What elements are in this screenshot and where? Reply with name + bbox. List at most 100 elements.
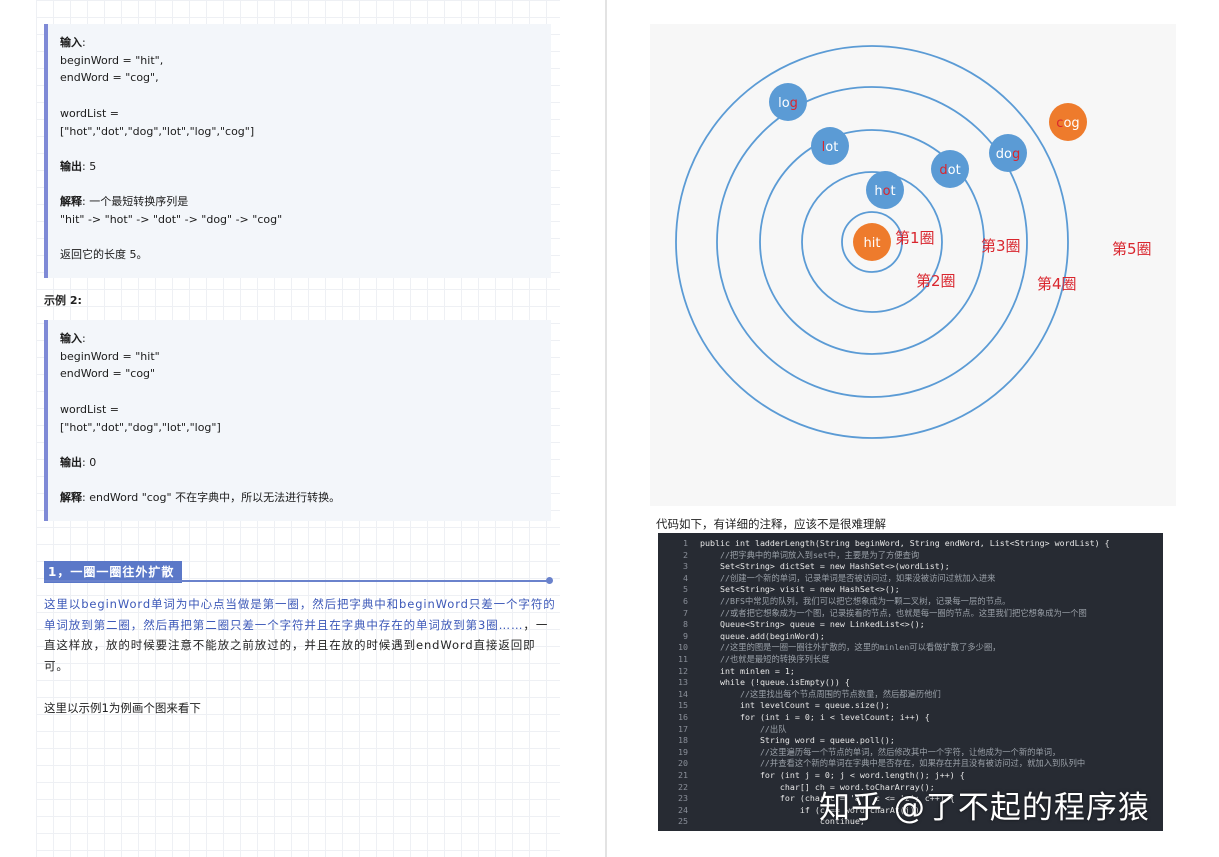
quote-value: wordList = <box>60 402 119 416</box>
ring-label-5: 第5圈 <box>1112 240 1152 258</box>
line-number: 20 <box>678 758 688 769</box>
quote-line: wordList = <box>60 105 537 123</box>
line-number: 23 <box>678 793 688 804</box>
word-char: o <box>1063 116 1071 131</box>
quote-value: beginWord = "hit", <box>60 53 164 67</box>
code-text: queue.add(beginWord); <box>700 630 825 641</box>
word-node-lot <box>811 127 849 165</box>
code-line: 10 //这里的图是一圈一圈往外扩散的，这里的minlen可以看做扩散了多少圈， <box>658 642 1163 654</box>
left-page: 输入:beginWord = "hit",endWord = "cog",wor… <box>0 0 605 857</box>
quote-line: wordList = <box>60 401 537 419</box>
word-node-log <box>769 83 807 121</box>
paragraph-text: ，一直这样放，放的时候要注意不能放之前放过的，并且在放的时候遇到endWord直… <box>44 617 549 673</box>
quote-line <box>60 140 537 158</box>
section-title: 1，一圈一圈往外扩散 <box>44 561 183 583</box>
quote-key: 输出 <box>60 455 82 469</box>
code-text: //把字典中的单词放入到set中，主要是为了方便查询 <box>700 549 920 560</box>
section-heading: 1，一圈一圈往外扩散 <box>44 561 183 583</box>
code-line: 3 Set<String> dictSet = new HashSet<>(wo… <box>658 561 1163 573</box>
line-number: 4 <box>683 572 688 583</box>
word-node-label-dot: dot <box>939 163 960 178</box>
example-1-block: 输入:beginWord = "hit", endWord = "cog", wor… <box>44 24 551 278</box>
line-number: 17 <box>678 723 688 734</box>
quote-line: 输入: <box>60 34 537 52</box>
page-divider <box>605 0 607 857</box>
ring-5 <box>675 45 1069 439</box>
quote-value: wordList = <box>60 106 119 120</box>
word-node-cog <box>1049 103 1087 141</box>
ring-1 <box>841 211 903 273</box>
paragraph-highlight: 这里以beginWord单词为中心点当做是第一圈，然后把字典中和beginWor… <box>44 597 556 632</box>
quote-value: : 5 <box>82 159 97 173</box>
word-char: t <box>833 140 838 155</box>
word-char: t <box>891 184 896 199</box>
word-node-label-hot: hot <box>874 184 895 199</box>
word-char: o <box>883 184 891 199</box>
code-text: char[] ch = word.toCharArray(); <box>700 781 935 792</box>
word-char: l <box>778 96 782 111</box>
example-2-block: 输入:beginWord = "hit"endWord = "cog"wordL… <box>44 320 551 521</box>
word-node-hot <box>866 171 904 209</box>
word-char: d <box>939 163 947 178</box>
quote-line: endWord = "cog" <box>60 365 537 383</box>
word-char: o <box>782 96 790 111</box>
code-line: 19 //这里遍历每一个节点的单词，然后修改其中一个字符，让他成为一个新的单词， <box>658 747 1163 759</box>
code-text: //出队 <box>700 723 787 734</box>
code-line: 14 //这里找出每个节点周围的节点数量，然后都遍历他们 <box>658 689 1163 701</box>
code-text: //创建一个新的单词，记录单词是否被访问过，如果没被访问过就加入进来 <box>700 572 996 583</box>
code-line: 18 String word = queue.poll(); <box>658 735 1163 747</box>
word-node-label-hit: hit <box>864 236 881 251</box>
code-text: //这里遍历每一个节点的单词，然后修改其中一个字符，让他成为一个新的单词， <box>700 746 1061 757</box>
line-number: 2 <box>683 549 688 560</box>
quote-value: 返回它的长度 5。 <box>60 248 148 262</box>
quote-line: ["hot","dot","dog","lot","log"] <box>60 419 537 437</box>
line-number: 6 <box>683 596 688 606</box>
word-node-dot <box>931 150 969 188</box>
quote-line: 解释: endWord "cog" 不在字典中，所以无法进行转换。 <box>60 489 537 507</box>
quote-line <box>60 87 537 105</box>
line-number: 13 <box>678 677 688 688</box>
line-number: 22 <box>678 781 688 792</box>
code-line: 12 int minlen = 1; <box>658 666 1163 678</box>
word-char: t <box>875 236 880 251</box>
code-line: 20 //并查看这个新的单词在字典中是否存在，如果存在并且没有被访问过，就加入到… <box>658 758 1163 770</box>
code-line: 17 //出队 <box>658 724 1163 736</box>
quote-line: "hit" -> "hot" -> "dot" -> "dog" -> "cog… <box>60 211 537 229</box>
code-line: 4 //创建一个新的单词，记录单词是否被访问过，如果没被访问过就加入进来 <box>658 573 1163 585</box>
quote-line: 解释: 一个最短转换序列是 <box>60 193 537 211</box>
ring-label-2: 第2圈 <box>916 272 956 290</box>
quote-value: endWord = "cog", <box>60 71 159 85</box>
code-line: 6 //BFS中常见的队列，我们可以把它想象成为一颗二叉树，记录每一层的节点。 <box>658 596 1163 608</box>
example-2-label: 示例 2: <box>44 294 82 307</box>
line-number: 24 <box>678 804 688 815</box>
line-number: 7 <box>683 607 688 618</box>
ring-2 <box>801 171 943 313</box>
line-number: 11 <box>678 654 688 664</box>
line-number: 15 <box>678 700 688 711</box>
quote-key: 输入 <box>60 332 82 345</box>
word-char: o <box>948 163 956 178</box>
quote-line <box>60 176 537 194</box>
ring-4 <box>716 86 1028 398</box>
code-text: continue; <box>700 816 865 827</box>
word-char: g <box>790 96 798 111</box>
line-number: 10 <box>678 642 688 653</box>
code-text: while (!queue.isEmpty()) { <box>700 677 850 688</box>
word-char: t <box>956 163 961 178</box>
code-text: //这里找出每个节点周围的节点数量，然后都遍历他们 <box>700 688 941 699</box>
word-char: l <box>822 140 826 155</box>
code-line: 15 int levelCount = queue.size(); <box>658 700 1163 712</box>
section-underline-dot <box>546 577 553 584</box>
code-line: 23 for (char c = 'a'; c <= 'z'; c++) { <box>658 793 1163 805</box>
quote-line <box>60 436 537 454</box>
quote-line <box>60 229 537 247</box>
code-text: //这里的图是一圈一圈往外扩散的，这里的minlen可以看做扩散了多少圈， <box>700 642 1001 653</box>
quote-value: : <box>82 36 86 49</box>
quote-line: beginWord = "hit", <box>60 52 537 70</box>
quote-value: endWord = "cog" <box>60 367 156 381</box>
section-underline <box>44 580 551 582</box>
code-text: int levelCount = queue.size(); <box>700 700 890 711</box>
code-line: 25 continue; <box>658 816 1163 828</box>
